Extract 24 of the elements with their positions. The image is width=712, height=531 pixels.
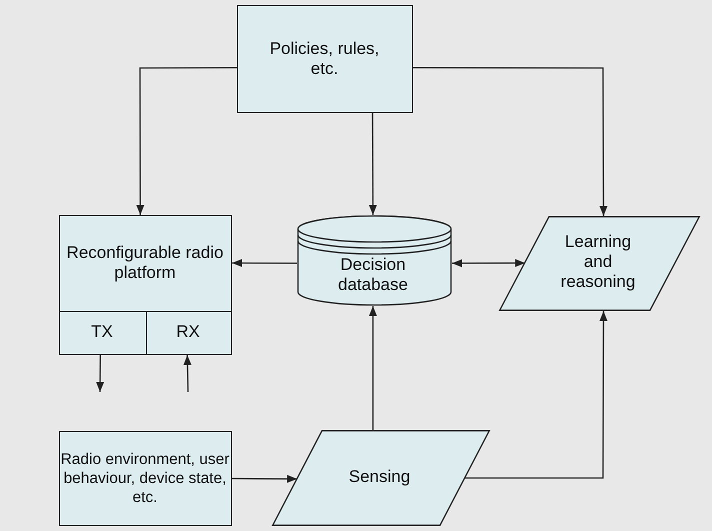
arrow: [183, 354, 192, 392]
arrow: [96, 355, 104, 392]
node-label: Reconfigurable radio platform: [66, 242, 224, 283]
input-box: [59, 431, 232, 526]
node-label: TX: [91, 322, 113, 342]
arrow: [464, 311, 608, 479]
arrow: [368, 113, 377, 215]
node-label: RX: [176, 322, 200, 342]
arrow: [413, 67, 608, 216]
arrow: [230, 474, 298, 483]
node-label: Learning and reasoning: [560, 232, 636, 292]
arrow: [136, 67, 237, 215]
process-parallelogram: [499, 216, 700, 311]
platform-box: [59, 215, 232, 355]
arrow: [368, 306, 377, 430]
node-label: Radio environment, user behaviour, device state, etc.: [60, 450, 230, 506]
process-box: [237, 5, 413, 113]
arrow: [232, 259, 297, 268]
node-label: Sensing: [348, 466, 410, 486]
process-parallelogram: [272, 430, 490, 526]
arrow: [452, 259, 526, 268]
node-label: Policies, rules, etc.: [268, 38, 380, 78]
database-cylinder: [297, 215, 452, 306]
node-label: Decision database: [337, 255, 409, 296]
